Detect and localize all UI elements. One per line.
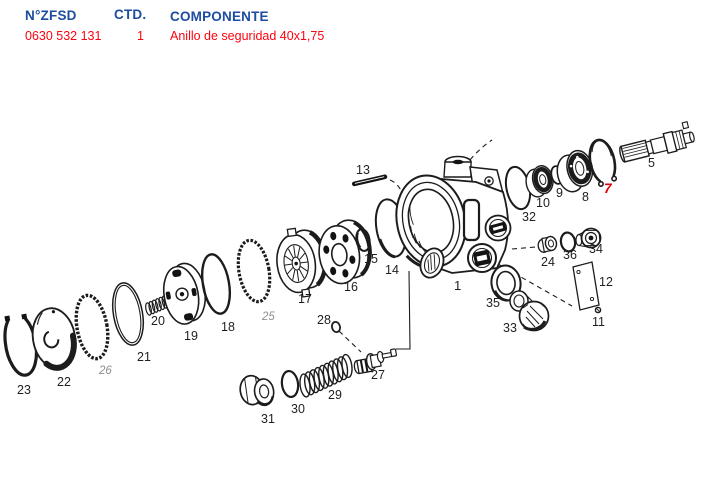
part-29-spring <box>299 353 353 398</box>
part-label-32: 32 <box>522 210 536 224</box>
leader-line-fitting <box>511 246 537 250</box>
part-label-10: 10 <box>536 196 550 210</box>
column-quantity: CTD. <box>114 7 147 22</box>
part-7-snap-ring-highlighted <box>588 138 618 187</box>
part-24-fitting <box>537 235 558 253</box>
part-label-20: 20 <box>151 314 165 328</box>
part-label-30: 30 <box>291 402 305 416</box>
part-label-33: 33 <box>503 321 517 335</box>
part-8-bearing <box>556 149 594 193</box>
part-18-o-ring <box>200 253 232 315</box>
part-label-8: 8 <box>582 190 589 204</box>
part-label-5: 5 <box>648 156 655 170</box>
part-label-31: 31 <box>261 412 275 426</box>
part-35-washer <box>490 264 522 302</box>
part-31-hex-plug <box>239 374 275 407</box>
selected-part-number: 0630 532 131 <box>25 29 102 43</box>
leader-line-shaft-axis <box>469 139 493 161</box>
part-12-plate <box>572 261 600 311</box>
part-label-24: 24 <box>541 255 555 269</box>
part-label-12: 12 <box>599 275 613 289</box>
part-label-21: 21 <box>137 350 151 364</box>
part-label-34: 34 <box>589 242 603 256</box>
part-19-valve-disc <box>162 262 207 325</box>
part-25-seal-ring <box>236 238 272 304</box>
part-21-o-ring <box>111 282 145 346</box>
part-20-spring <box>145 295 169 316</box>
part-label-17: 17 <box>298 292 312 306</box>
part-10-shaft-seal <box>525 165 554 198</box>
part-label-18: 18 <box>221 320 235 334</box>
column-component: COMPONENTE <box>170 9 269 24</box>
part-label-11: 11 <box>592 315 605 329</box>
part-33-union-fitting <box>509 290 550 332</box>
part-11-screw <box>594 306 602 314</box>
part-1-housing <box>395 155 512 279</box>
part-17-rotor <box>276 227 328 298</box>
selected-part-quantity: 1 <box>137 29 144 43</box>
part-label-19: 19 <box>184 329 198 343</box>
part-label-16: 16 <box>344 280 358 294</box>
selected-part-component: Anillo de seguridad 40x1,75 <box>170 29 325 43</box>
leader-line-valve <box>396 270 411 350</box>
part-label-26: 26 <box>98 365 112 377</box>
part-label-35: 35 <box>486 296 500 310</box>
part-15-o-ring <box>355 228 371 252</box>
part-22-cover <box>31 307 77 371</box>
part-label-7: 7 <box>604 181 613 196</box>
part-label-13: 13 <box>356 163 370 177</box>
part-16-cam-ring <box>318 219 372 285</box>
part-13-pin <box>352 174 404 201</box>
part-36-ring <box>559 231 577 253</box>
part-label-25: 25 <box>261 311 275 323</box>
part-label-27: 27 <box>371 368 385 382</box>
part-label-1: 1 <box>454 278 461 293</box>
part-28-seal <box>331 320 362 353</box>
part-label-23: 23 <box>17 383 31 397</box>
part-label-28: 28 <box>317 313 331 327</box>
part-26-seal-ring <box>74 293 110 361</box>
part-5-input-shaft <box>619 120 695 163</box>
part-34-fitting <box>575 227 602 249</box>
part-label-22: 22 <box>57 375 71 389</box>
part-label-14: 14 <box>385 263 399 277</box>
part-label-9: 9 <box>556 186 563 200</box>
part-label-29: 29 <box>328 388 342 402</box>
part-30-o-ring <box>280 369 300 399</box>
part-label-36: 36 <box>563 248 577 262</box>
part-27-flow-valve <box>353 348 398 375</box>
part-label-15: 15 <box>364 252 378 266</box>
column-part-number: N°ZFSD <box>25 8 77 23</box>
